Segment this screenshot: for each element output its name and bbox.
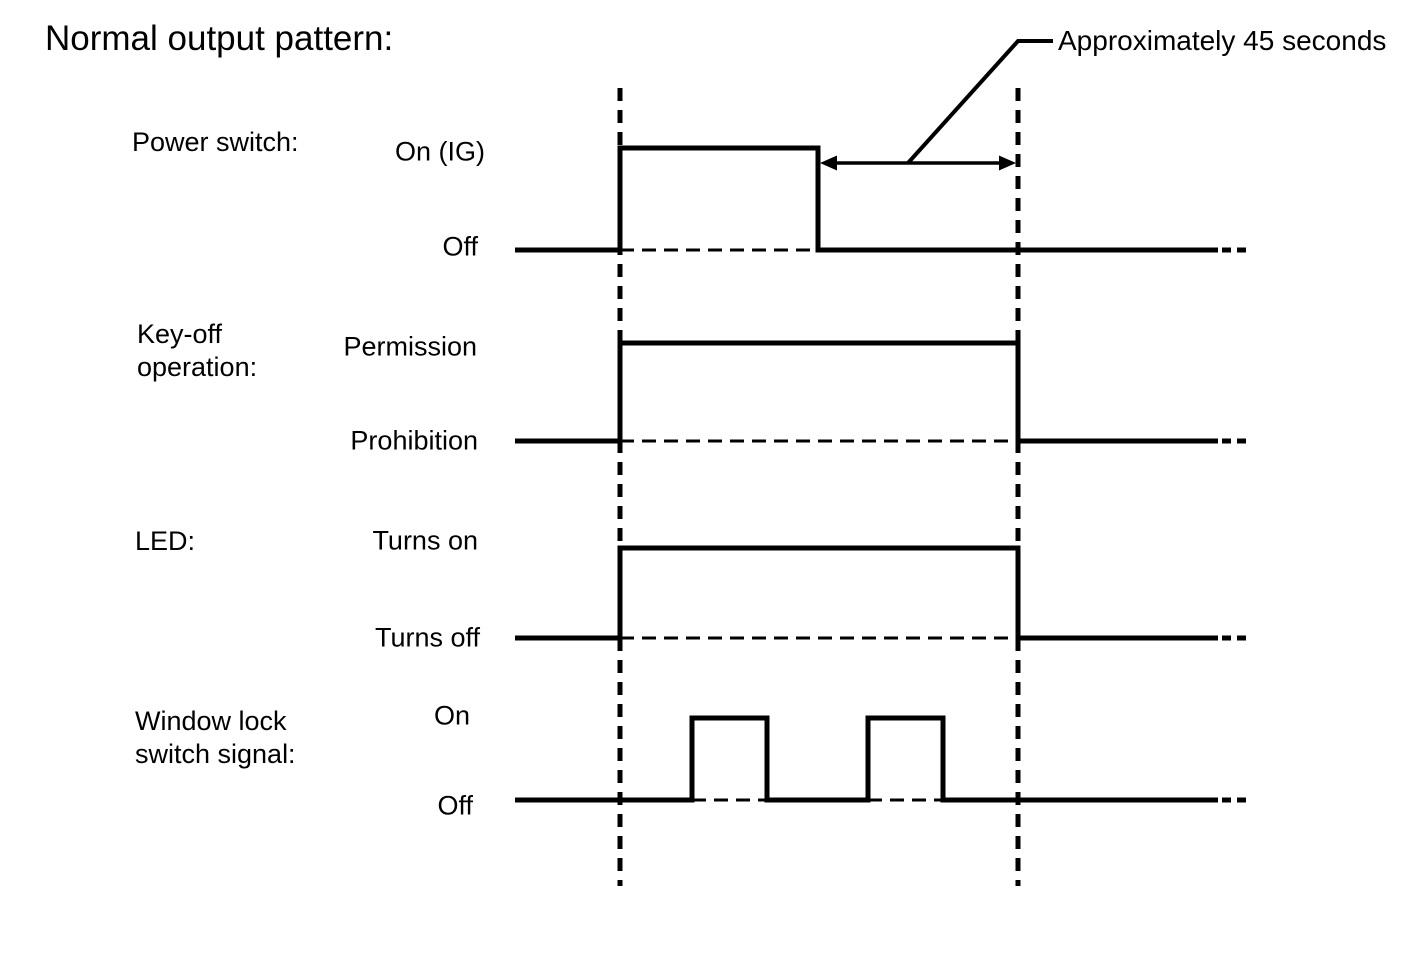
waveform-window-lock-switch-signal: [515, 715, 1218, 803]
level-label-low-key-off-operation: Prohibition: [350, 425, 478, 456]
callout-leader-line: [906, 39, 1053, 165]
row-label-led: LED:: [135, 526, 196, 556]
level-label-high-key-off-operation: Permission: [343, 331, 477, 362]
row-label-key-off-operation: Key-off operation:: [137, 319, 258, 382]
level-label-low-window-lock-switch-signal: Off: [437, 790, 473, 821]
level-label-low-led: Turns off: [374, 622, 480, 653]
level-label-high-led: Turns on: [372, 525, 478, 556]
level-label-high-power-switch: On (IG): [394, 136, 485, 167]
row-label-window-lock-switch-signal: Window lock switch signal:: [135, 706, 296, 769]
waveform-key-off-operation: [515, 340, 1218, 444]
page-title: Normal output pattern:: [45, 19, 394, 58]
level-label-low-power-switch: Off: [442, 231, 478, 262]
row-label-power-switch: Power switch:: [132, 127, 299, 157]
waveform-led: [515, 545, 1218, 641]
level-label-high-window-lock-switch-signal: On: [433, 700, 470, 731]
waveform-power-switch: [515, 145, 1218, 253]
interval-arrow-head-right: [999, 155, 1016, 171]
interval-annotation: Approximately 45 seconds: [1058, 24, 1387, 56]
interval-arrow-head-left: [820, 155, 837, 171]
